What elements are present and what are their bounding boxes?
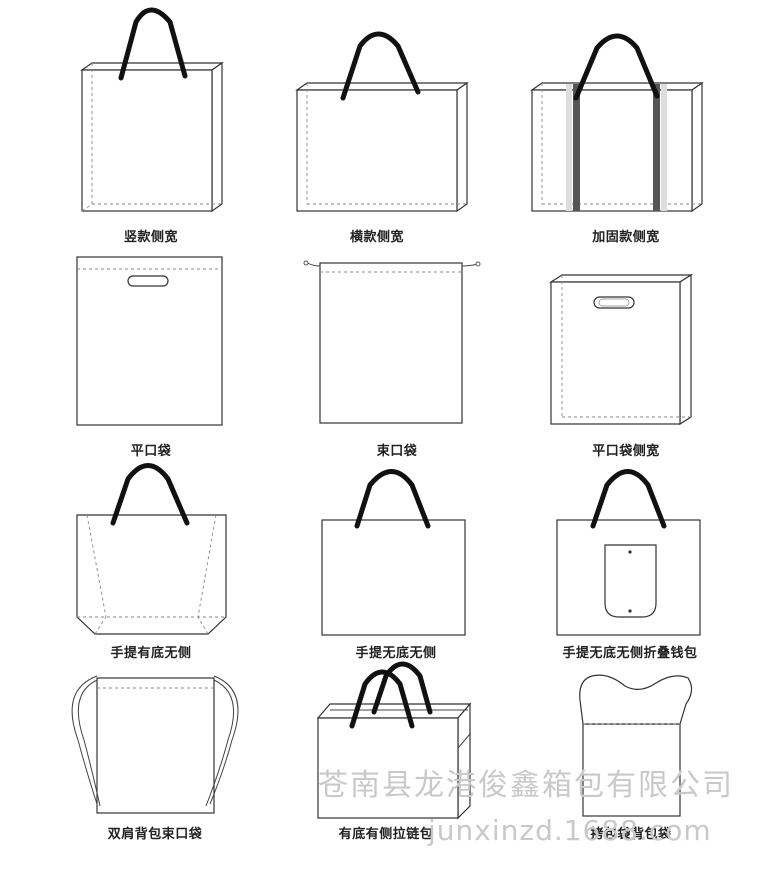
label-handle-bottom-no-side: 手提有底无侧: [110, 646, 192, 661]
label-foldable-wallet: 手提无底无侧折叠钱包: [562, 646, 698, 661]
bag-vertical-gusset: [80, 7, 224, 213]
label-drawstring-bag: 束口袋: [376, 444, 418, 459]
bag-foldable-wallet: [556, 469, 701, 636]
watermark-url: junxinzd.1688.com: [428, 814, 712, 847]
label-flat-bag: 平口袋: [130, 444, 172, 459]
bag-drawstring: [303, 260, 481, 424]
bag-zipper-gusset: [316, 661, 472, 820]
bag-handle-flat: [321, 469, 466, 636]
label-backpack-style: 拷包袋背包袋: [590, 827, 672, 842]
label-handle-flat: 手提无底无侧: [355, 646, 437, 661]
label-zipper-gusset: 有底有侧拉链包: [338, 827, 434, 842]
bag-flat: [76, 256, 223, 426]
bag-reinforced-gusset: [530, 33, 704, 213]
label-backpack-drawstring: 双肩背包束口袋: [107, 827, 203, 842]
bag-horizontal-gusset: [295, 31, 469, 213]
watermark-company: 苍南县龙港俊鑫箱包有限公司: [318, 768, 734, 803]
label-horizontal-gusset: 横款侧宽: [349, 230, 404, 245]
bag-backpack-drawstring: [71, 675, 239, 814]
label-vertical-gusset: 竖款侧宽: [123, 230, 178, 245]
bag-handle-bottom-no-side: [76, 463, 227, 635]
bag-backpack-style: [579, 674, 693, 817]
label-reinforced-gusset: 加固款侧宽: [592, 230, 660, 245]
bag-flat-gusset: [548, 273, 694, 426]
label-flat-gusset-bag: 平口袋侧宽: [592, 444, 660, 459]
